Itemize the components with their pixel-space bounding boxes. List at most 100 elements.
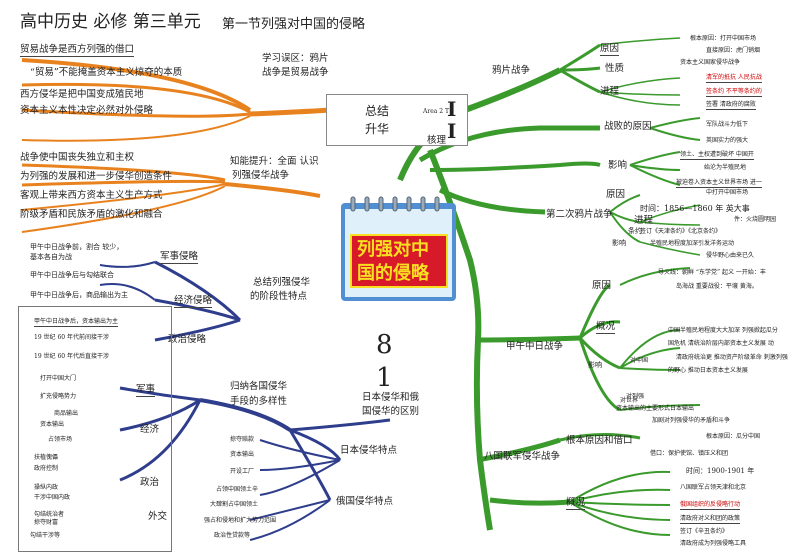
center-cut: 核理 <box>427 135 447 146</box>
left-text: 贸易战争是西方列强的借口 <box>20 44 135 57</box>
center-node: 总结 升华 Area 2 T1 I I 核理 <box>326 94 468 146</box>
box-text: 干涉中国内政 <box>34 494 71 501</box>
book-title-1: 列强对中 <box>357 239 429 260</box>
mil-label: 军事侵略 <box>160 251 199 264</box>
stage-text: 甲午中日战争后与勾结联合 <box>30 271 114 279</box>
kind-dip: 外交 <box>148 511 168 522</box>
left-text: “贸易”不能掩盖资本主义掠夺的本质 <box>30 67 183 78</box>
diff-text: 掠夺赔款 <box>230 436 255 443</box>
jiawu-war: 甲午中日战争 <box>506 341 564 352</box>
box-text: 掠夺财富 <box>34 519 59 526</box>
r-text: 资本主义国家侵华战争 <box>680 59 741 66</box>
bx-gk: 概况 <box>566 497 586 510</box>
center-small: Area 2 T1 <box>423 108 453 115</box>
r-text: 领土、主权遭到破坏 中国开 <box>680 151 754 160</box>
jw-text: 清政府统治更 推动资产阶级革命 刺激列强 <box>676 354 788 361</box>
bx-text: 时间：1900-1901 年 <box>686 467 755 475</box>
s-imp: 影响 <box>612 239 626 247</box>
r-text: 英国实力的强大 <box>706 137 749 144</box>
kind-pol: 政治 <box>140 477 160 488</box>
jw-world: 对世界 <box>620 397 639 404</box>
stage-text: 基本各自为战 <box>30 253 72 261</box>
diff-text: 政治性贷款等 <box>214 532 251 539</box>
diff-text: 强占和侵地和扩大势力范围 <box>204 517 277 524</box>
jw-text: 的野心 推动日本资本主义发展 <box>668 367 748 374</box>
jw-imp: 影响 <box>588 361 602 369</box>
diff-text: 资本输出 <box>230 451 255 458</box>
opium-nature: 性质 <box>605 63 625 74</box>
left-text: 客观上带来西方资本主义生产方式 <box>20 190 163 201</box>
box-text: 操纵内政 <box>34 484 59 491</box>
bx-text: 根本原因：瓜分中国 <box>706 433 761 440</box>
opium-war: 鸦片战争 <box>492 65 531 76</box>
big-number-a: 8 <box>376 330 393 360</box>
eco-label: 经济侵略 <box>174 295 213 308</box>
center-label-1: 总结 <box>365 104 390 118</box>
stage-title-2: 的阶段性特点 <box>250 291 308 302</box>
means-box <box>18 306 172 552</box>
jp-2: 国侵华的区别 <box>362 406 420 417</box>
know-1: 知能提升：全面 认识 <box>230 156 319 167</box>
box-text: 19 世纪 60 年代后直接干涉 <box>34 353 109 360</box>
jw-pro: 概况 <box>596 321 616 334</box>
left-text: 战争使中国丧失独立和主权 <box>20 152 135 163</box>
s-proc: 进程 <box>634 215 654 226</box>
r-text: 被迫卷入资本主义世界市场 进一 <box>676 179 762 188</box>
pol-label: 政治侵略 <box>168 334 207 345</box>
s-result: 条约 <box>628 227 642 235</box>
center-label-2: 升华 <box>365 122 390 136</box>
boxer-war: 八国联军侵华战争 <box>484 451 561 462</box>
jw-text: 对列强 <box>626 393 645 400</box>
sum-2: 手段的多样性 <box>230 396 288 407</box>
misc-2: 战争是贸易战争 <box>262 67 329 78</box>
s-text: 时间：1856—1860 年 英大事 <box>640 204 750 213</box>
jw-text: 中国半殖民地程度大大加深 列强掀起瓜分 <box>668 327 778 334</box>
bx-text: 清政府对义和团的政策 <box>680 515 741 524</box>
book-title-2: 国的侵略 <box>357 263 429 284</box>
box-text: 勾结干涉等 <box>30 532 61 539</box>
r-text: 签署 清政府的腐败 <box>706 101 756 110</box>
diff-text: 大肆割占中国领土 <box>210 501 259 508</box>
page-subtitle: 第一节列强对中国的侵略 <box>222 17 366 32</box>
stage-text: 甲午中日战争后，商品输出为主 <box>30 291 128 299</box>
impact: 影响 <box>608 160 628 171</box>
center-symbol-1: I <box>447 97 457 121</box>
r-text: 直接原因：虎门销烟 <box>706 47 761 54</box>
jp-feat: 日本侵华特点 <box>340 445 398 456</box>
bx-cause: 根本原因和借口 <box>566 435 633 446</box>
jw-text: 岛海战 重要战役：平壤 黄海。 <box>676 283 758 290</box>
jw-cause: 原因 <box>592 280 612 291</box>
r-text: 根本原因：打开中国市场 <box>690 35 757 42</box>
r-text: 始沦为半殖民地 <box>704 164 747 171</box>
left-text: 资本主义本性决定必然对外侵略 <box>20 105 154 116</box>
bx-text: 清政府成为列强侵略工具 <box>680 540 747 547</box>
jp-1: 日本侵华和俄 <box>362 392 420 403</box>
s-text: 半殖民地程度加深引发洋务运动 <box>650 240 735 247</box>
s-text: 中打开中国市场 <box>706 189 749 196</box>
r-text: 军队战斗力低下 <box>706 121 749 128</box>
bx-text: 借口：保护使馆、镇压义和团 <box>650 450 729 457</box>
box-text: 扩充侵略势力 <box>40 393 77 400</box>
box-text: 勾结统治者 <box>34 511 65 518</box>
box-text: 19 世纪 60 年代前间接干涉 <box>34 334 109 341</box>
r-text: 签条约 不平等条约的 <box>706 88 762 97</box>
diff-text: 开设工厂 <box>230 468 255 475</box>
sum-1: 归纳各国侵华 <box>230 381 288 392</box>
know-2: 列强侵华战争 <box>232 170 290 181</box>
jw-text: 资本输出的主要形式日本输出 <box>616 405 695 412</box>
s-cause: 原因 <box>606 189 626 200</box>
defeat: 战败的原因 <box>604 121 652 132</box>
jw-text: 导火线：朝鲜 “东学党” 起义 一开始：丰 <box>658 269 766 276</box>
s-text: 签订《天津条约》《北京条约》 <box>640 228 722 235</box>
s-text: 侵华野心由来已久 <box>706 252 755 259</box>
opium-cause: 原因 <box>600 43 620 56</box>
diff-text: 占领中国领土辛 <box>216 486 259 493</box>
box-text: 占领市场 <box>48 436 73 443</box>
stage-title-1: 总结列强侵华 <box>253 277 311 288</box>
box-text: 资本输出 <box>40 421 65 428</box>
stage-text: 甲午中日战争前，割合 较少， <box>30 243 124 251</box>
box-text: 打开中国大门 <box>40 375 77 382</box>
center-symbol-2: I <box>447 119 457 143</box>
box-text: 甲午中日战争后，资本输出为主 <box>34 318 119 327</box>
